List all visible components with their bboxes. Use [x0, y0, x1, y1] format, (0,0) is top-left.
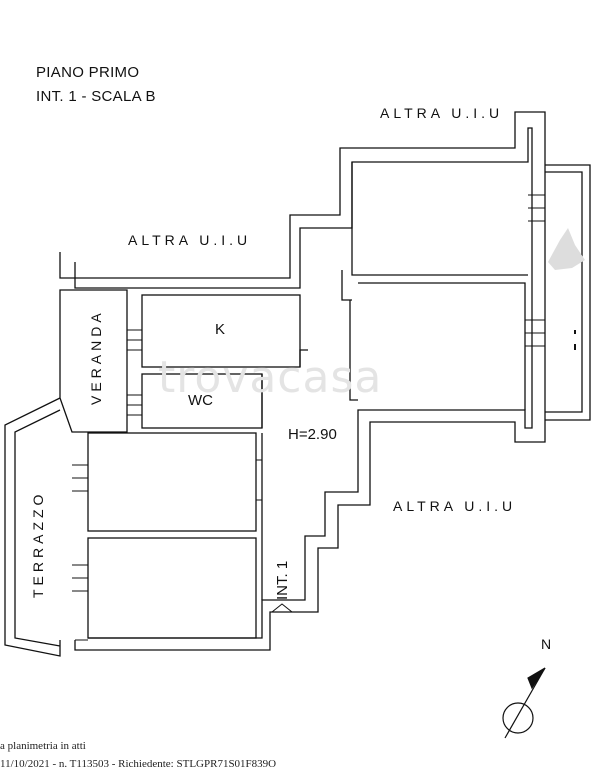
footer-request-line: 11/10/2021 - n. T113503 - Richiedente: S…: [0, 758, 277, 770]
balcony-outline: [545, 164, 591, 421]
room-label-terrazzo: TERRAZZO: [30, 490, 46, 598]
veranda-wall: [59, 289, 128, 433]
outer-wall-inner: [74, 127, 533, 639]
room-label-wc: WC: [188, 392, 213, 409]
neighbor-label-top-left: ALTRA U.I.U: [128, 232, 252, 248]
neighbor-label-bottom-right: ALTRA U.I.U: [393, 498, 517, 514]
entry-marker: [270, 603, 294, 613]
plan-title: PIANO PRIMO: [36, 64, 140, 81]
corridor-wall: [341, 270, 358, 401]
compass: [502, 667, 546, 739]
compass-north-label: N: [541, 636, 552, 652]
neighbor-label-top-right: ALTRA U.I.U: [380, 105, 504, 121]
bedroom-2: [87, 537, 257, 639]
terrazzo-inner: [14, 409, 61, 647]
balcony-marker: [574, 330, 576, 334]
balcony-marker-2: [574, 344, 576, 350]
room-label-veranda: VERANDA: [88, 309, 104, 405]
kitchen-room: [141, 294, 301, 368]
plan-subtitle: INT. 1 - SCALA B: [36, 88, 156, 105]
unit-label: INT. 1: [274, 560, 291, 600]
outer-wall-outer: [59, 111, 546, 651]
footer-note: a planimetria in atti: [0, 740, 86, 752]
terrazzo-outline: [4, 397, 61, 657]
balcony-inner: [545, 171, 583, 413]
bedroom-1: [87, 432, 257, 532]
ceiling-height-label: H=2.90: [288, 426, 337, 443]
window-marks: [72, 194, 545, 641]
right-room-1: [351, 162, 528, 276]
plant-icon: [548, 228, 585, 270]
watermark: trovacasa: [158, 352, 383, 403]
right-room-2: [358, 282, 526, 410]
room-label-kitchen: K: [215, 321, 226, 338]
kitchen-step: [299, 349, 308, 367]
